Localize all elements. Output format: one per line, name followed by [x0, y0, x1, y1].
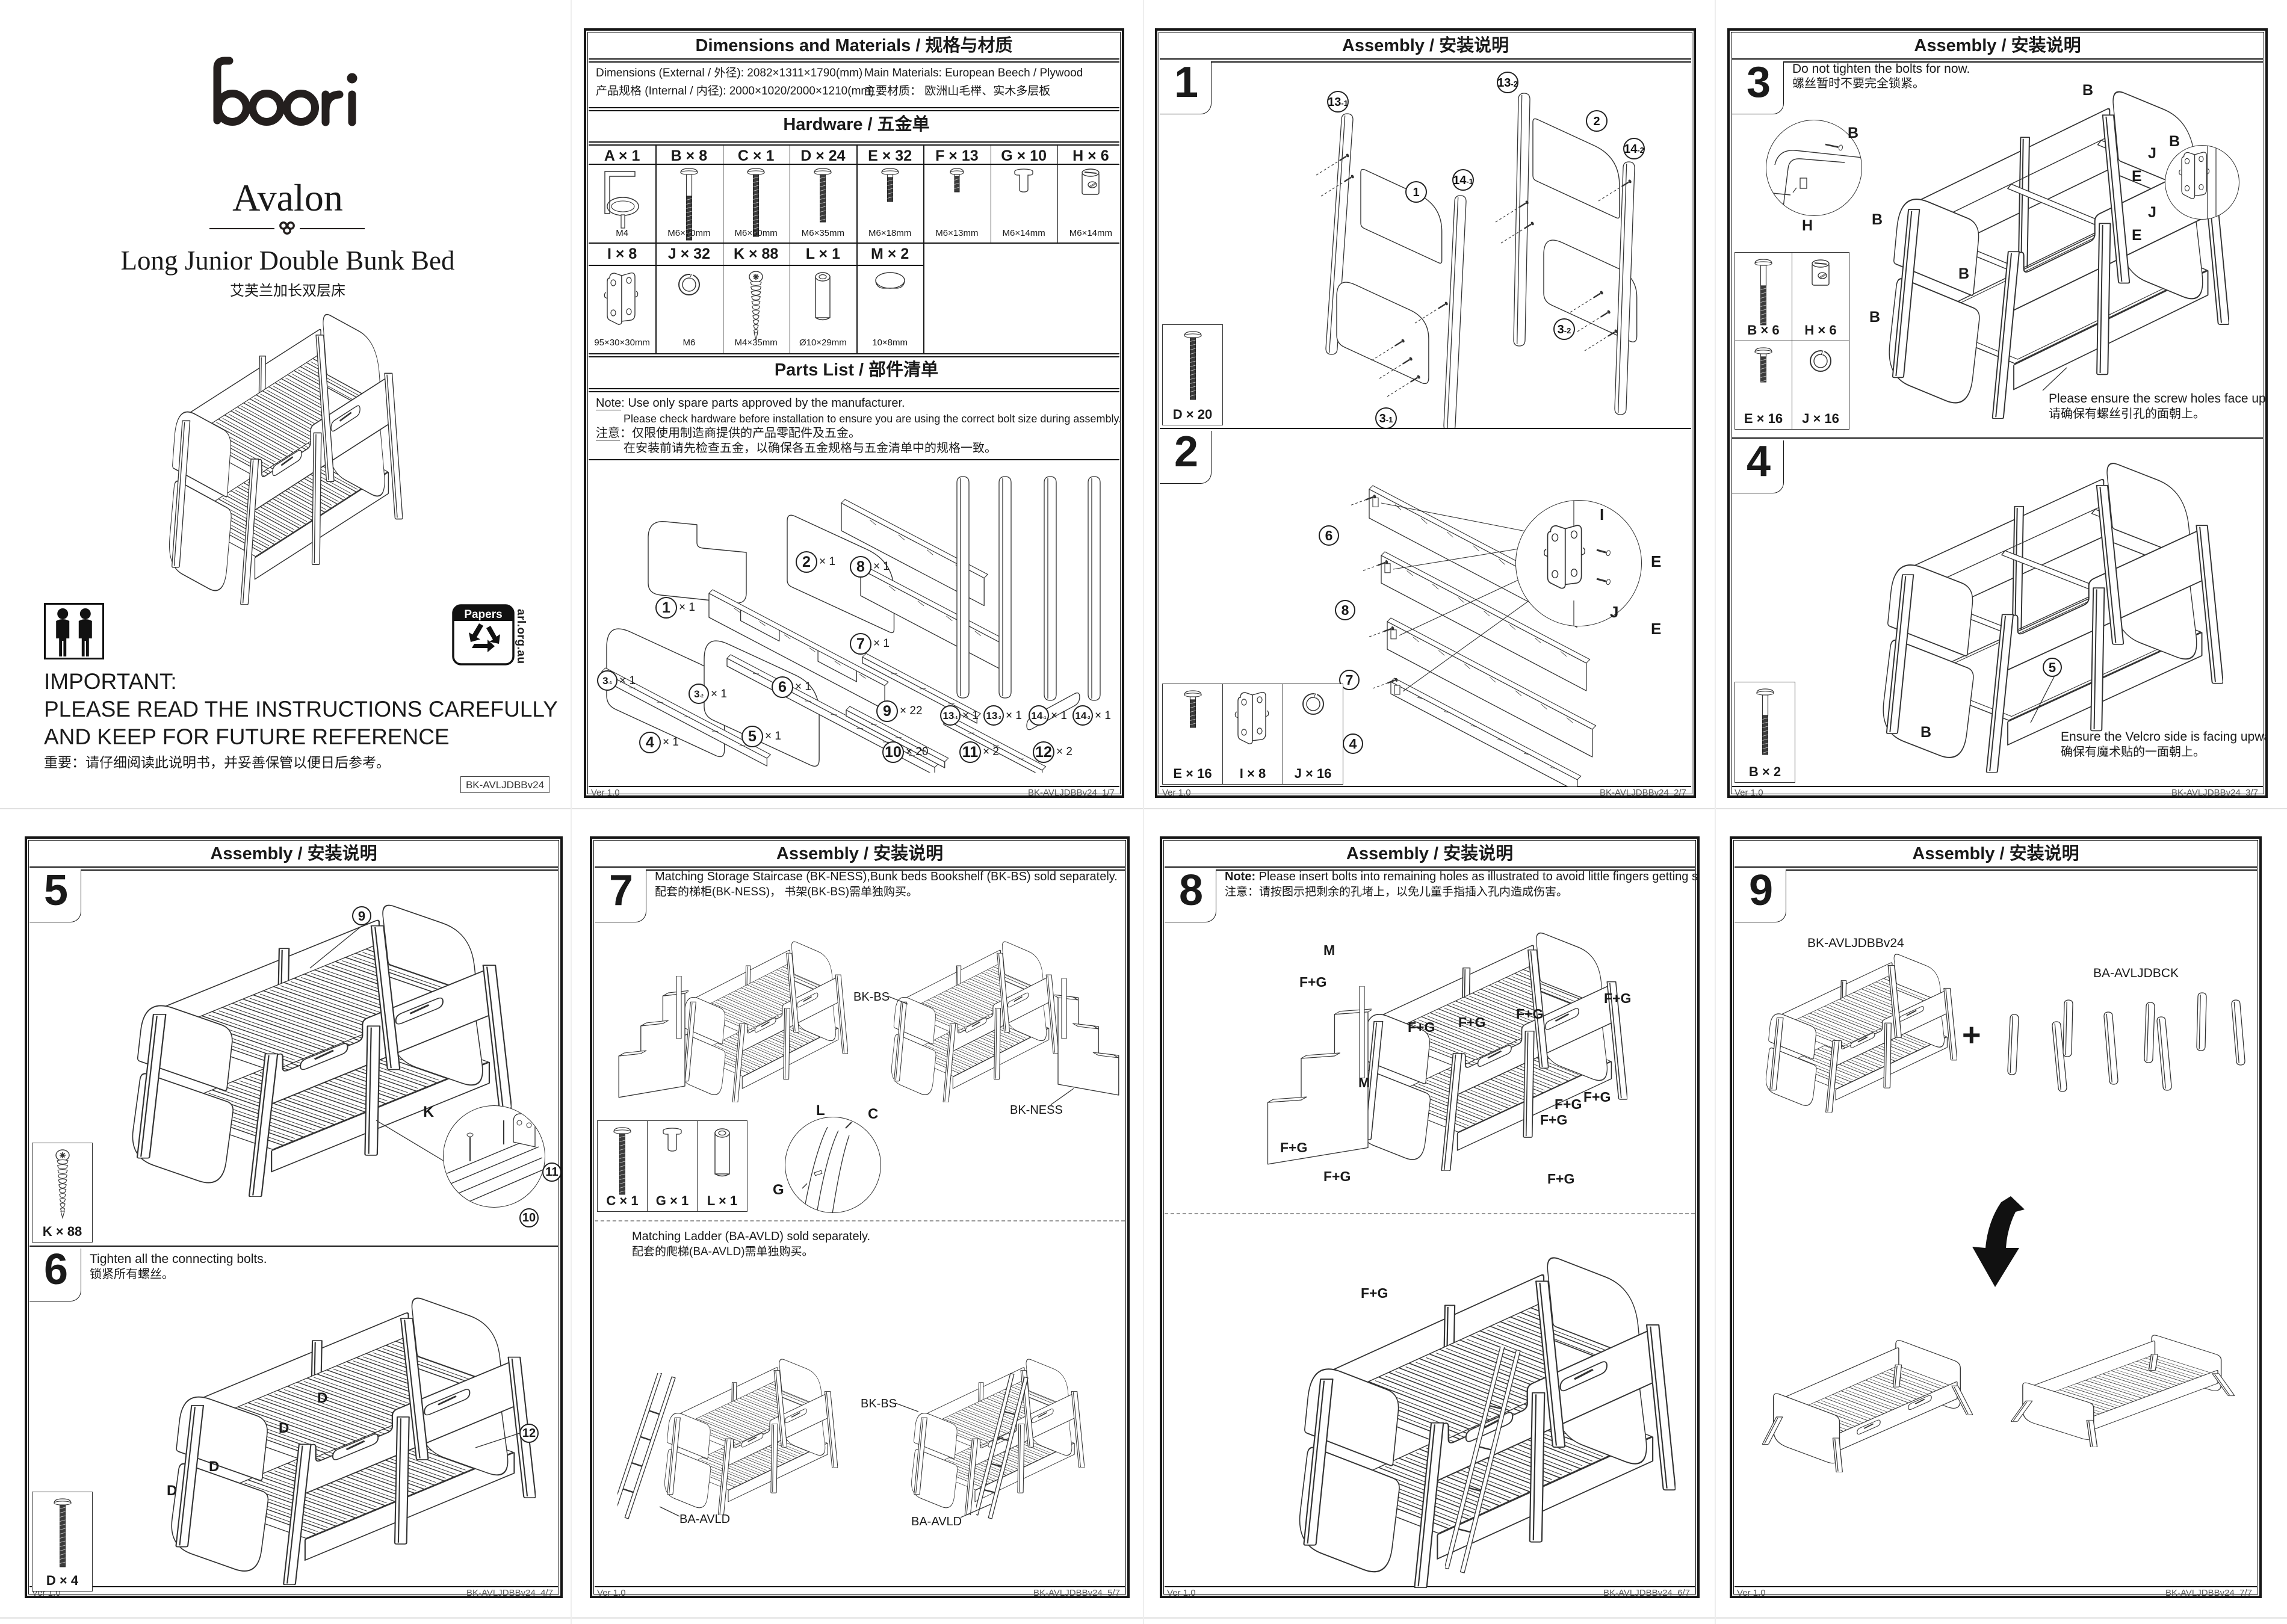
svg-text:3-2: 3-2 — [1558, 323, 1571, 336]
svg-text:2: 2 — [1593, 115, 1600, 128]
svg-text:1: 1 — [1413, 186, 1419, 199]
svg-text:Papers: Papers — [464, 608, 502, 621]
svg-text:3-1: 3-1 — [1379, 412, 1393, 425]
svg-text:13-2: 13-2 — [1497, 76, 1518, 90]
svg-text:14-2: 14-2 — [1624, 143, 1644, 156]
svg-text:14-1: 14-1 — [1453, 174, 1473, 187]
svg-text:13-1: 13-1 — [1328, 96, 1348, 109]
